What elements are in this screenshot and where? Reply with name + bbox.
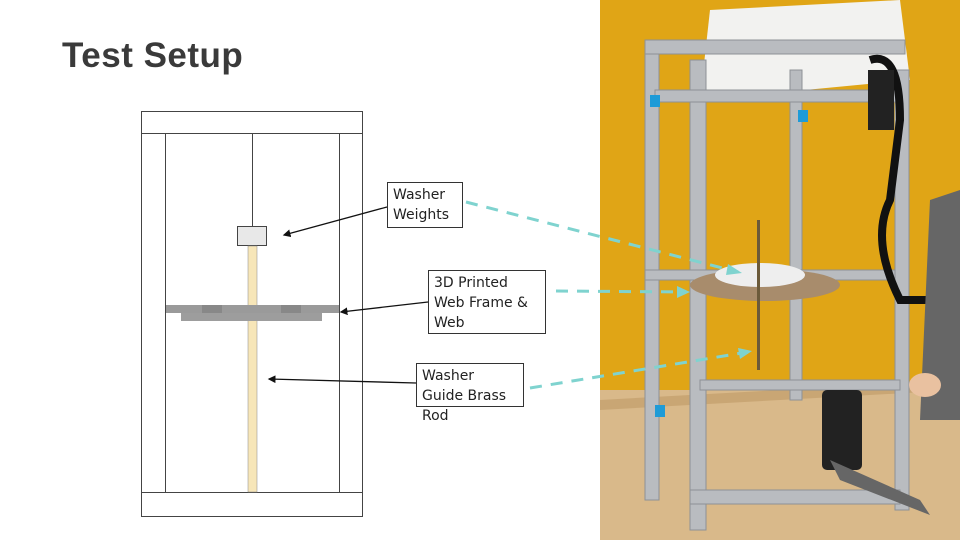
washer-weights-label: Washer Weights <box>387 182 463 228</box>
test-setup-photo <box>600 0 960 540</box>
web-frame-label: 3D Printed Web Frame & Web <box>428 270 546 334</box>
slide-title: Test Setup <box>62 36 244 75</box>
guide-rod-label: Washer Guide Brass Rod <box>416 363 524 424</box>
